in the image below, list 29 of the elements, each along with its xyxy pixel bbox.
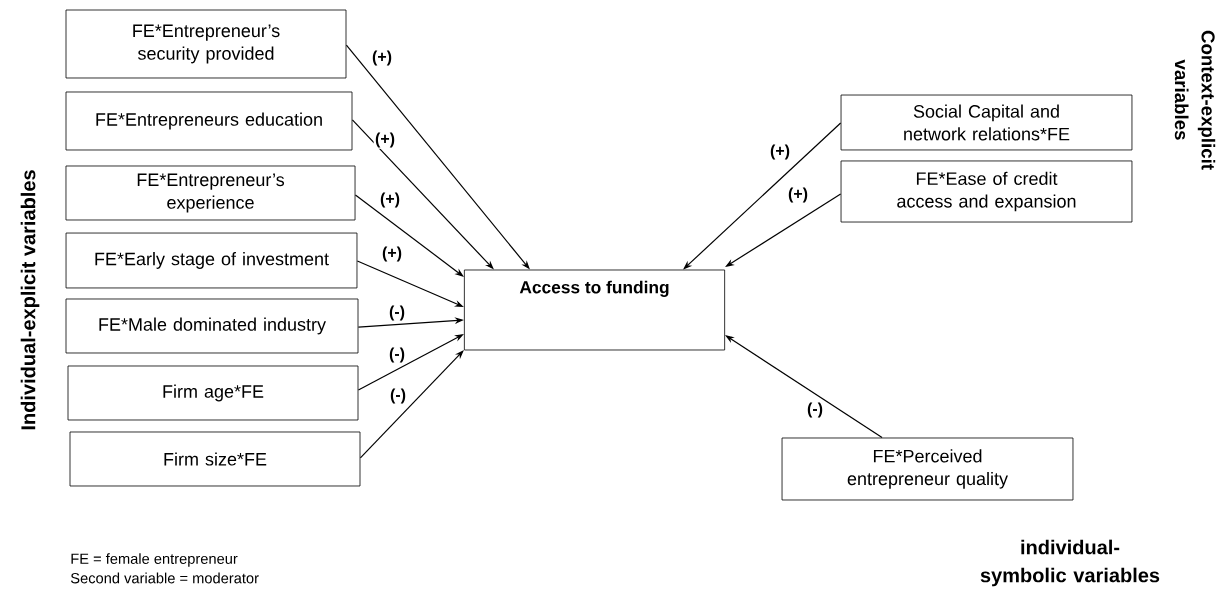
arrow bbox=[725, 335, 883, 439]
edge-label: (-) bbox=[388, 387, 408, 405]
arrow bbox=[359, 350, 464, 459]
edge-label: (+) bbox=[370, 49, 394, 67]
note-text: Second variable = moderator bbox=[70, 572, 259, 584]
group-title: Individual-explicit variables bbox=[20, 170, 40, 430]
edge-label: (-) bbox=[805, 401, 825, 419]
edge-label: (-) bbox=[387, 346, 407, 364]
variable-box: FE*Male dominated industry bbox=[65, 298, 359, 354]
variable-box: Firm size*FE bbox=[69, 431, 361, 487]
group-title: Context-explicit variables bbox=[1174, 30, 1216, 170]
variable-box: FE*Entrepreneurs education bbox=[65, 91, 353, 151]
edge-label: (+) bbox=[378, 191, 402, 209]
variable-box: Firm age*FE bbox=[67, 365, 359, 421]
variable-box: FE*Perceived entrepreneur quality bbox=[781, 437, 1074, 501]
variable-box: Social Capital and network relations*FE bbox=[840, 94, 1133, 151]
variable-box: FE*Ease of credit access and expansion bbox=[840, 160, 1133, 223]
edge-label: (+) bbox=[380, 245, 404, 263]
variable-box: FE*Entrepreneur’s security provided bbox=[65, 9, 347, 79]
variable-box: FE*Entrepreneur’s experience bbox=[65, 165, 356, 221]
arrow bbox=[354, 194, 464, 277]
outcome-box: Access to funding bbox=[463, 269, 726, 351]
edge-label: (+) bbox=[786, 186, 810, 204]
variable-box: FE*Early stage of investment bbox=[65, 232, 358, 289]
edge-label: (+) bbox=[373, 131, 397, 149]
edge-label: (+) bbox=[768, 143, 792, 161]
note-text: FE = female entrepreneur bbox=[71, 553, 238, 567]
group-title: individual-symbolic variables bbox=[980, 539, 1160, 587]
edge-label: (-) bbox=[387, 304, 407, 322]
